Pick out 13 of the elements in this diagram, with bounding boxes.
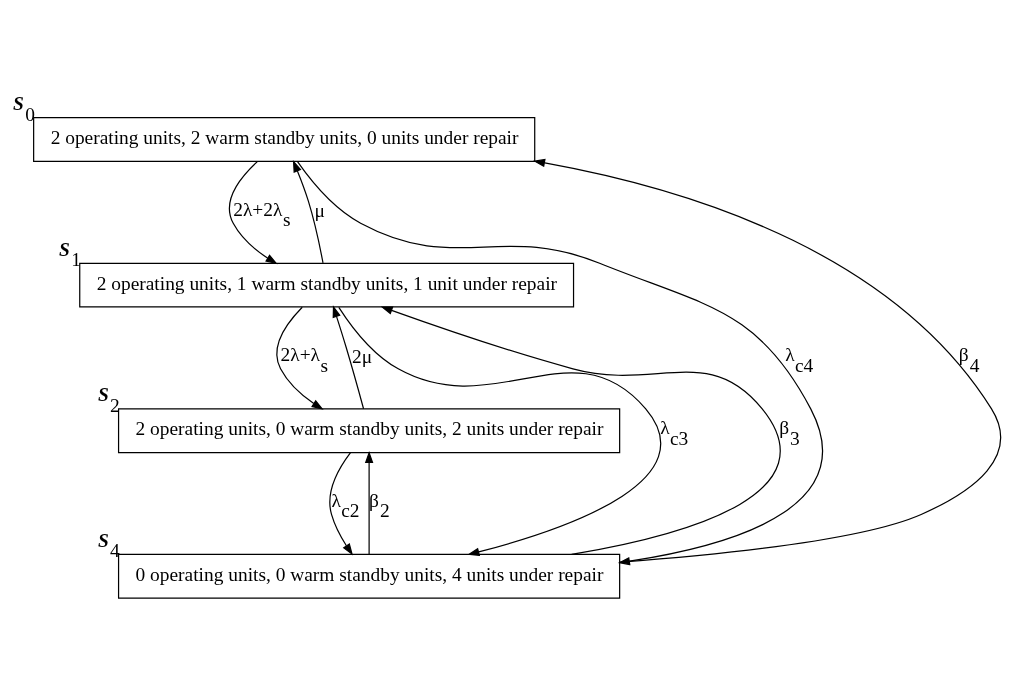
arrow xyxy=(292,159,324,264)
arrow xyxy=(332,304,365,409)
edge-label: 2μ xyxy=(352,345,373,367)
arrow xyxy=(338,306,662,556)
arrow xyxy=(228,160,278,264)
arrow xyxy=(276,306,324,410)
node-box: 2 operating units, 0 warm standby units, 2 units under repair xyxy=(117,407,621,453)
node-box: 2 operating units, 1 warm standby units, 1 unit under repair xyxy=(79,262,575,308)
node-box: 2 operating units, 2 warm standby units, 0 units under repair xyxy=(33,116,536,162)
arrow xyxy=(380,305,781,555)
edge-label: μ xyxy=(314,199,325,221)
arrow xyxy=(329,451,353,556)
arrow xyxy=(364,450,374,555)
